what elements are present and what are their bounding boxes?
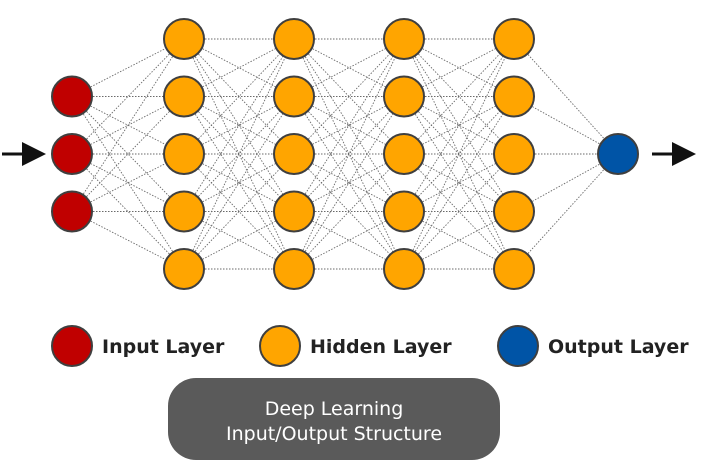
hidden-node	[273, 248, 315, 290]
hidden-node	[493, 18, 535, 60]
connection-line	[403, 96, 515, 270]
hidden-node	[163, 190, 205, 233]
connection-line	[293, 38, 405, 155]
hidden-node	[273, 190, 315, 233]
connection-line	[293, 38, 405, 270]
input-node	[51, 75, 93, 118]
legend-hidden-label: Hidden Layer	[310, 336, 452, 358]
connection-line	[403, 96, 515, 212]
connection-line	[403, 38, 515, 270]
connection-line	[293, 38, 405, 212]
legend-output-label: Output Layer	[548, 336, 689, 358]
hidden-node	[383, 248, 425, 290]
hidden-node	[273, 75, 315, 118]
connection-line	[71, 38, 185, 212]
connection-line	[293, 96, 405, 212]
connection-line	[513, 38, 619, 155]
legend-input-label: Input Layer	[102, 336, 225, 358]
connection-line	[293, 38, 405, 155]
connection-line	[293, 96, 405, 212]
connection-line	[403, 38, 515, 155]
hidden-node	[493, 190, 535, 233]
connection-line	[71, 96, 185, 270]
connection-line	[403, 38, 515, 155]
connection-line	[403, 153, 515, 270]
connection-line	[513, 153, 619, 270]
connection-line	[183, 38, 295, 270]
input-node	[51, 190, 93, 233]
hidden-node	[273, 18, 315, 60]
connection-line	[403, 38, 515, 212]
hidden-node	[163, 133, 205, 175]
connection-line	[183, 38, 295, 212]
legend-output-swatch	[497, 325, 539, 367]
hidden-node	[493, 248, 535, 290]
connection-line	[403, 96, 515, 212]
legend-hidden-swatch	[259, 325, 301, 367]
connection-line	[183, 38, 295, 155]
hidden-node	[163, 248, 205, 290]
connection-line	[293, 153, 405, 270]
connection-line	[403, 153, 515, 270]
legend-input-swatch	[51, 325, 93, 367]
hidden-node	[493, 133, 535, 175]
hidden-node	[493, 75, 535, 118]
connection-lines	[71, 38, 619, 270]
connection-line	[293, 96, 405, 270]
connection-line	[183, 96, 295, 270]
output-node	[597, 133, 639, 175]
hidden-node	[163, 75, 205, 118]
caption-text: Deep Learning Input/Output Structure	[225, 398, 443, 445]
connection-line	[293, 153, 405, 270]
hidden-node	[273, 133, 315, 175]
hidden-node	[383, 18, 425, 60]
legend: Input Layer Hidden Layer Output Layer	[51, 325, 689, 367]
input-node	[51, 133, 93, 175]
connection-line	[183, 96, 295, 212]
connection-line	[183, 153, 295, 270]
hidden-node	[383, 190, 425, 233]
connection-line	[183, 153, 295, 270]
connection-line	[183, 38, 295, 155]
network-nodes	[51, 18, 639, 290]
hidden-node	[383, 133, 425, 175]
connection-line	[183, 96, 295, 212]
hidden-node	[163, 18, 205, 60]
hidden-node	[383, 75, 425, 118]
caption-box: Deep Learning Input/Output Structure	[168, 378, 500, 460]
